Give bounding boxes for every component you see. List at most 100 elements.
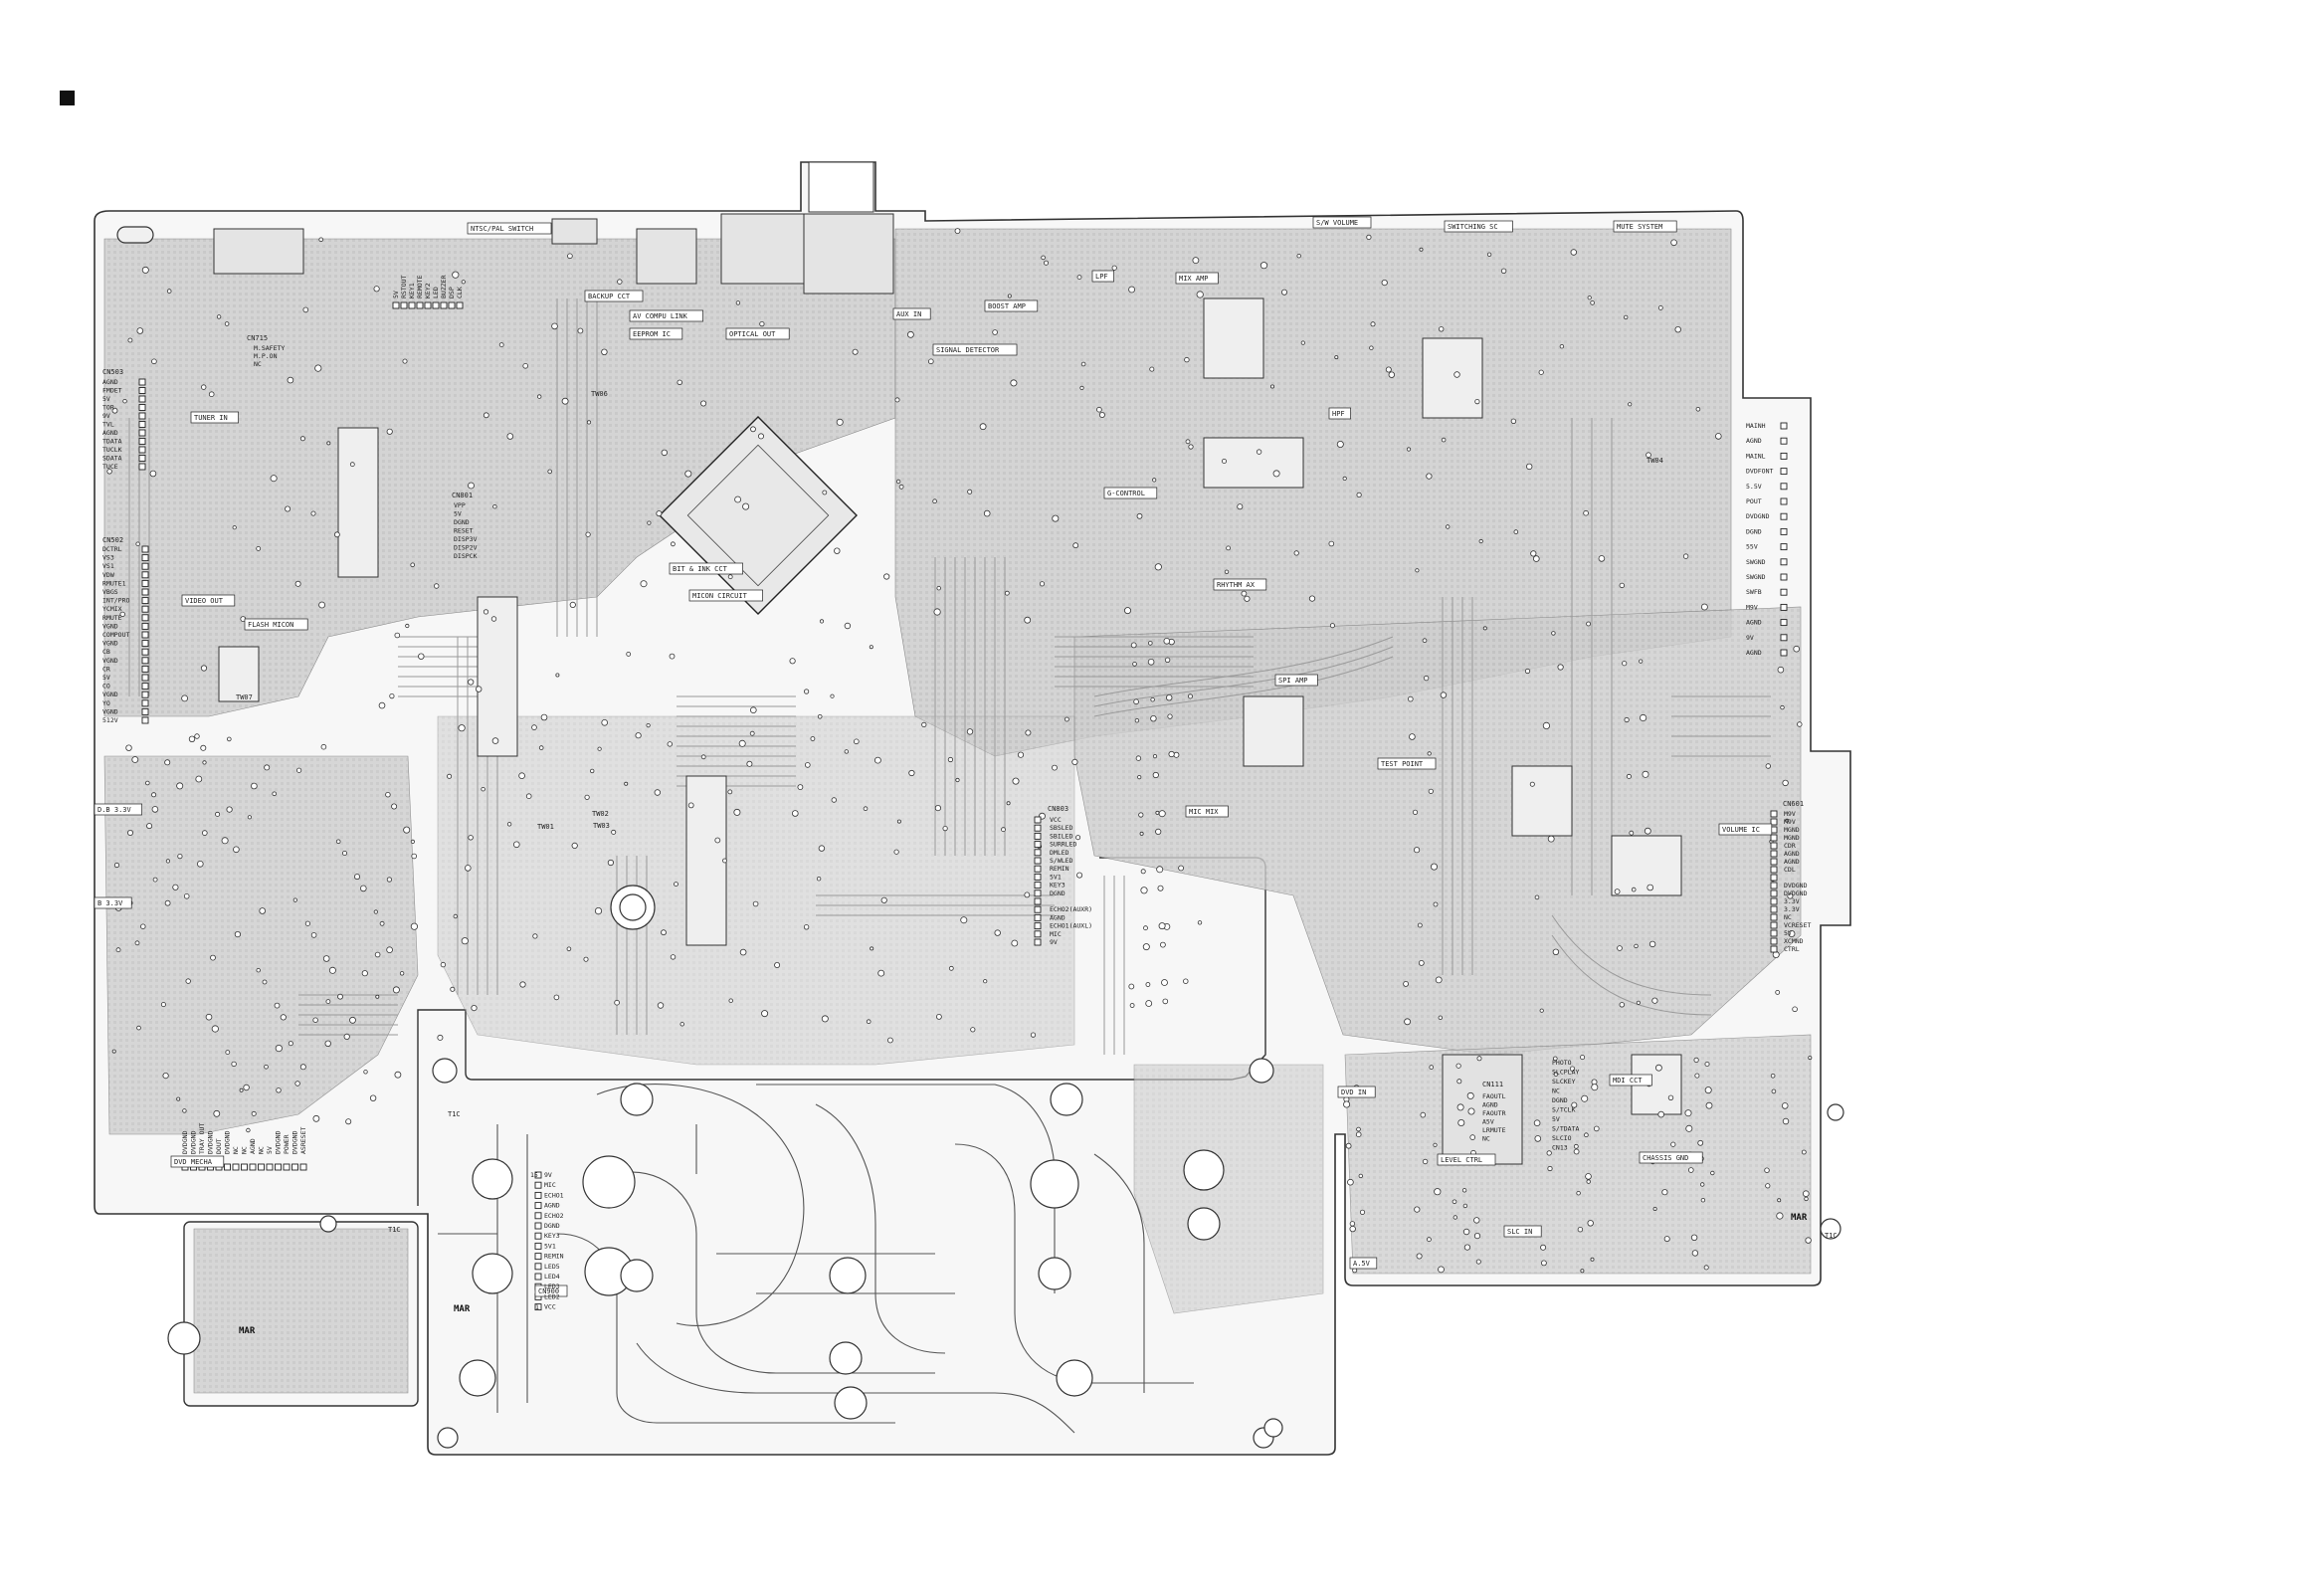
- connector-pin-pad: [1034, 897, 1042, 905]
- pin-label: DVDGND: [224, 1130, 232, 1154]
- board-label: SIGNAL DETECTOR: [936, 346, 1000, 354]
- pin-label: VCC: [1050, 816, 1062, 824]
- via-pad: [1700, 1197, 1706, 1203]
- via-pad: [224, 321, 230, 326]
- via-pad: [1452, 1199, 1457, 1205]
- via-pad: [1453, 371, 1460, 378]
- via-pad: [256, 968, 261, 973]
- via-pad: [1463, 1244, 1471, 1251]
- pin-label: ASRESET: [299, 1127, 307, 1154]
- section-marker: [60, 91, 75, 105]
- via-pad: [1623, 314, 1629, 320]
- via-pad: [1150, 715, 1157, 722]
- via-pad: [437, 1034, 444, 1041]
- test-point-label: TW02: [592, 810, 609, 818]
- test-point-label: TW06: [591, 390, 608, 398]
- via-pad: [1652, 1207, 1657, 1212]
- connector-pin-pad: [141, 707, 149, 715]
- pin-label: VBGS: [102, 588, 118, 596]
- via-pad: [834, 547, 841, 554]
- via-pad: [131, 756, 139, 763]
- via-pad: [231, 1061, 237, 1068]
- pin-number: 1: [535, 1303, 539, 1311]
- via-pad: [657, 1002, 665, 1009]
- via-pad: [468, 482, 475, 490]
- via-pad: [893, 849, 899, 855]
- via-pad: [126, 830, 133, 837]
- connector-pin-pad: [1034, 889, 1042, 897]
- via-pad: [895, 479, 901, 485]
- board-label: MIC MIX: [1189, 808, 1219, 816]
- pin-label: VPP: [454, 501, 466, 509]
- via-pad: [1667, 1094, 1674, 1100]
- board-label: G-CONTROL: [1107, 490, 1145, 497]
- via-pad: [506, 822, 512, 827]
- via-pad: [333, 531, 340, 538]
- via-pad: [1426, 473, 1433, 480]
- via-pad: [1359, 1209, 1366, 1215]
- pin-label: 5V1: [544, 1242, 556, 1250]
- label-box: [669, 562, 743, 575]
- via-pad: [1486, 252, 1492, 257]
- via-pad: [483, 609, 489, 615]
- via-pad: [1433, 901, 1439, 907]
- via-pad: [1455, 1063, 1461, 1069]
- via-pad: [1552, 948, 1560, 955]
- via-pad: [739, 948, 747, 956]
- via-pad: [394, 632, 401, 639]
- via-pad: [700, 754, 706, 760]
- label-box: [629, 327, 683, 340]
- via-pad: [453, 913, 458, 919]
- pin-label: YO: [102, 699, 110, 707]
- board-label: VIDEO OUT: [185, 597, 224, 605]
- via-pad: [1431, 863, 1439, 871]
- via-pad: [758, 433, 765, 440]
- via-pad: [373, 286, 380, 293]
- via-pad: [476, 686, 483, 692]
- via-pad: [1272, 470, 1280, 478]
- via-pad: [1614, 889, 1621, 894]
- connector-pin-pad: [141, 691, 149, 698]
- label-box: [892, 307, 931, 320]
- via-pad: [1403, 981, 1409, 987]
- pin-label: AGND: [544, 1202, 560, 1210]
- via-pad: [1293, 550, 1299, 556]
- via-pad: [1777, 1198, 1782, 1203]
- connector-pin-pad: [1770, 897, 1778, 905]
- label-box: [1091, 270, 1114, 283]
- connector-pin-pad: [534, 1222, 542, 1230]
- connector-pin-pad: [299, 1163, 307, 1171]
- pin-label: S/TCLK: [1552, 1106, 1576, 1114]
- connector-pin-pad: [534, 1253, 542, 1261]
- via-pad: [183, 892, 190, 899]
- via-pad: [122, 399, 127, 404]
- via-pad: [176, 782, 184, 790]
- via-pad: [134, 940, 140, 946]
- pin-label: SBSLED: [1050, 824, 1073, 832]
- pin-label: KEY2: [424, 283, 432, 298]
- via-pad: [836, 418, 844, 426]
- via-pad: [145, 780, 150, 786]
- pin-label: LED4: [544, 1273, 560, 1281]
- connector-pin-pad: [1034, 816, 1042, 824]
- via-pad: [1011, 939, 1019, 947]
- via-pad: [1130, 642, 1137, 649]
- pin-label: TVL: [102, 421, 114, 429]
- via-pad: [1419, 247, 1424, 252]
- via-pad: [1456, 1079, 1462, 1085]
- via-pad: [1510, 418, 1517, 424]
- via-pad: [1342, 476, 1347, 481]
- test-point-label: T1C: [448, 1110, 461, 1118]
- via-pad: [1624, 716, 1630, 723]
- pin-label: FAOUTR: [1482, 1109, 1506, 1117]
- via-pad: [1052, 514, 1060, 522]
- via-pad: [151, 806, 159, 813]
- pin-label: SLCPLAY: [1552, 1069, 1579, 1077]
- via-pad: [979, 423, 987, 431]
- via-pad: [172, 884, 179, 890]
- via-pad: [164, 759, 171, 766]
- via-pad: [1639, 659, 1644, 664]
- connector-pin-pad: [141, 614, 149, 622]
- via-pad: [883, 573, 890, 580]
- via-pad: [1631, 887, 1637, 892]
